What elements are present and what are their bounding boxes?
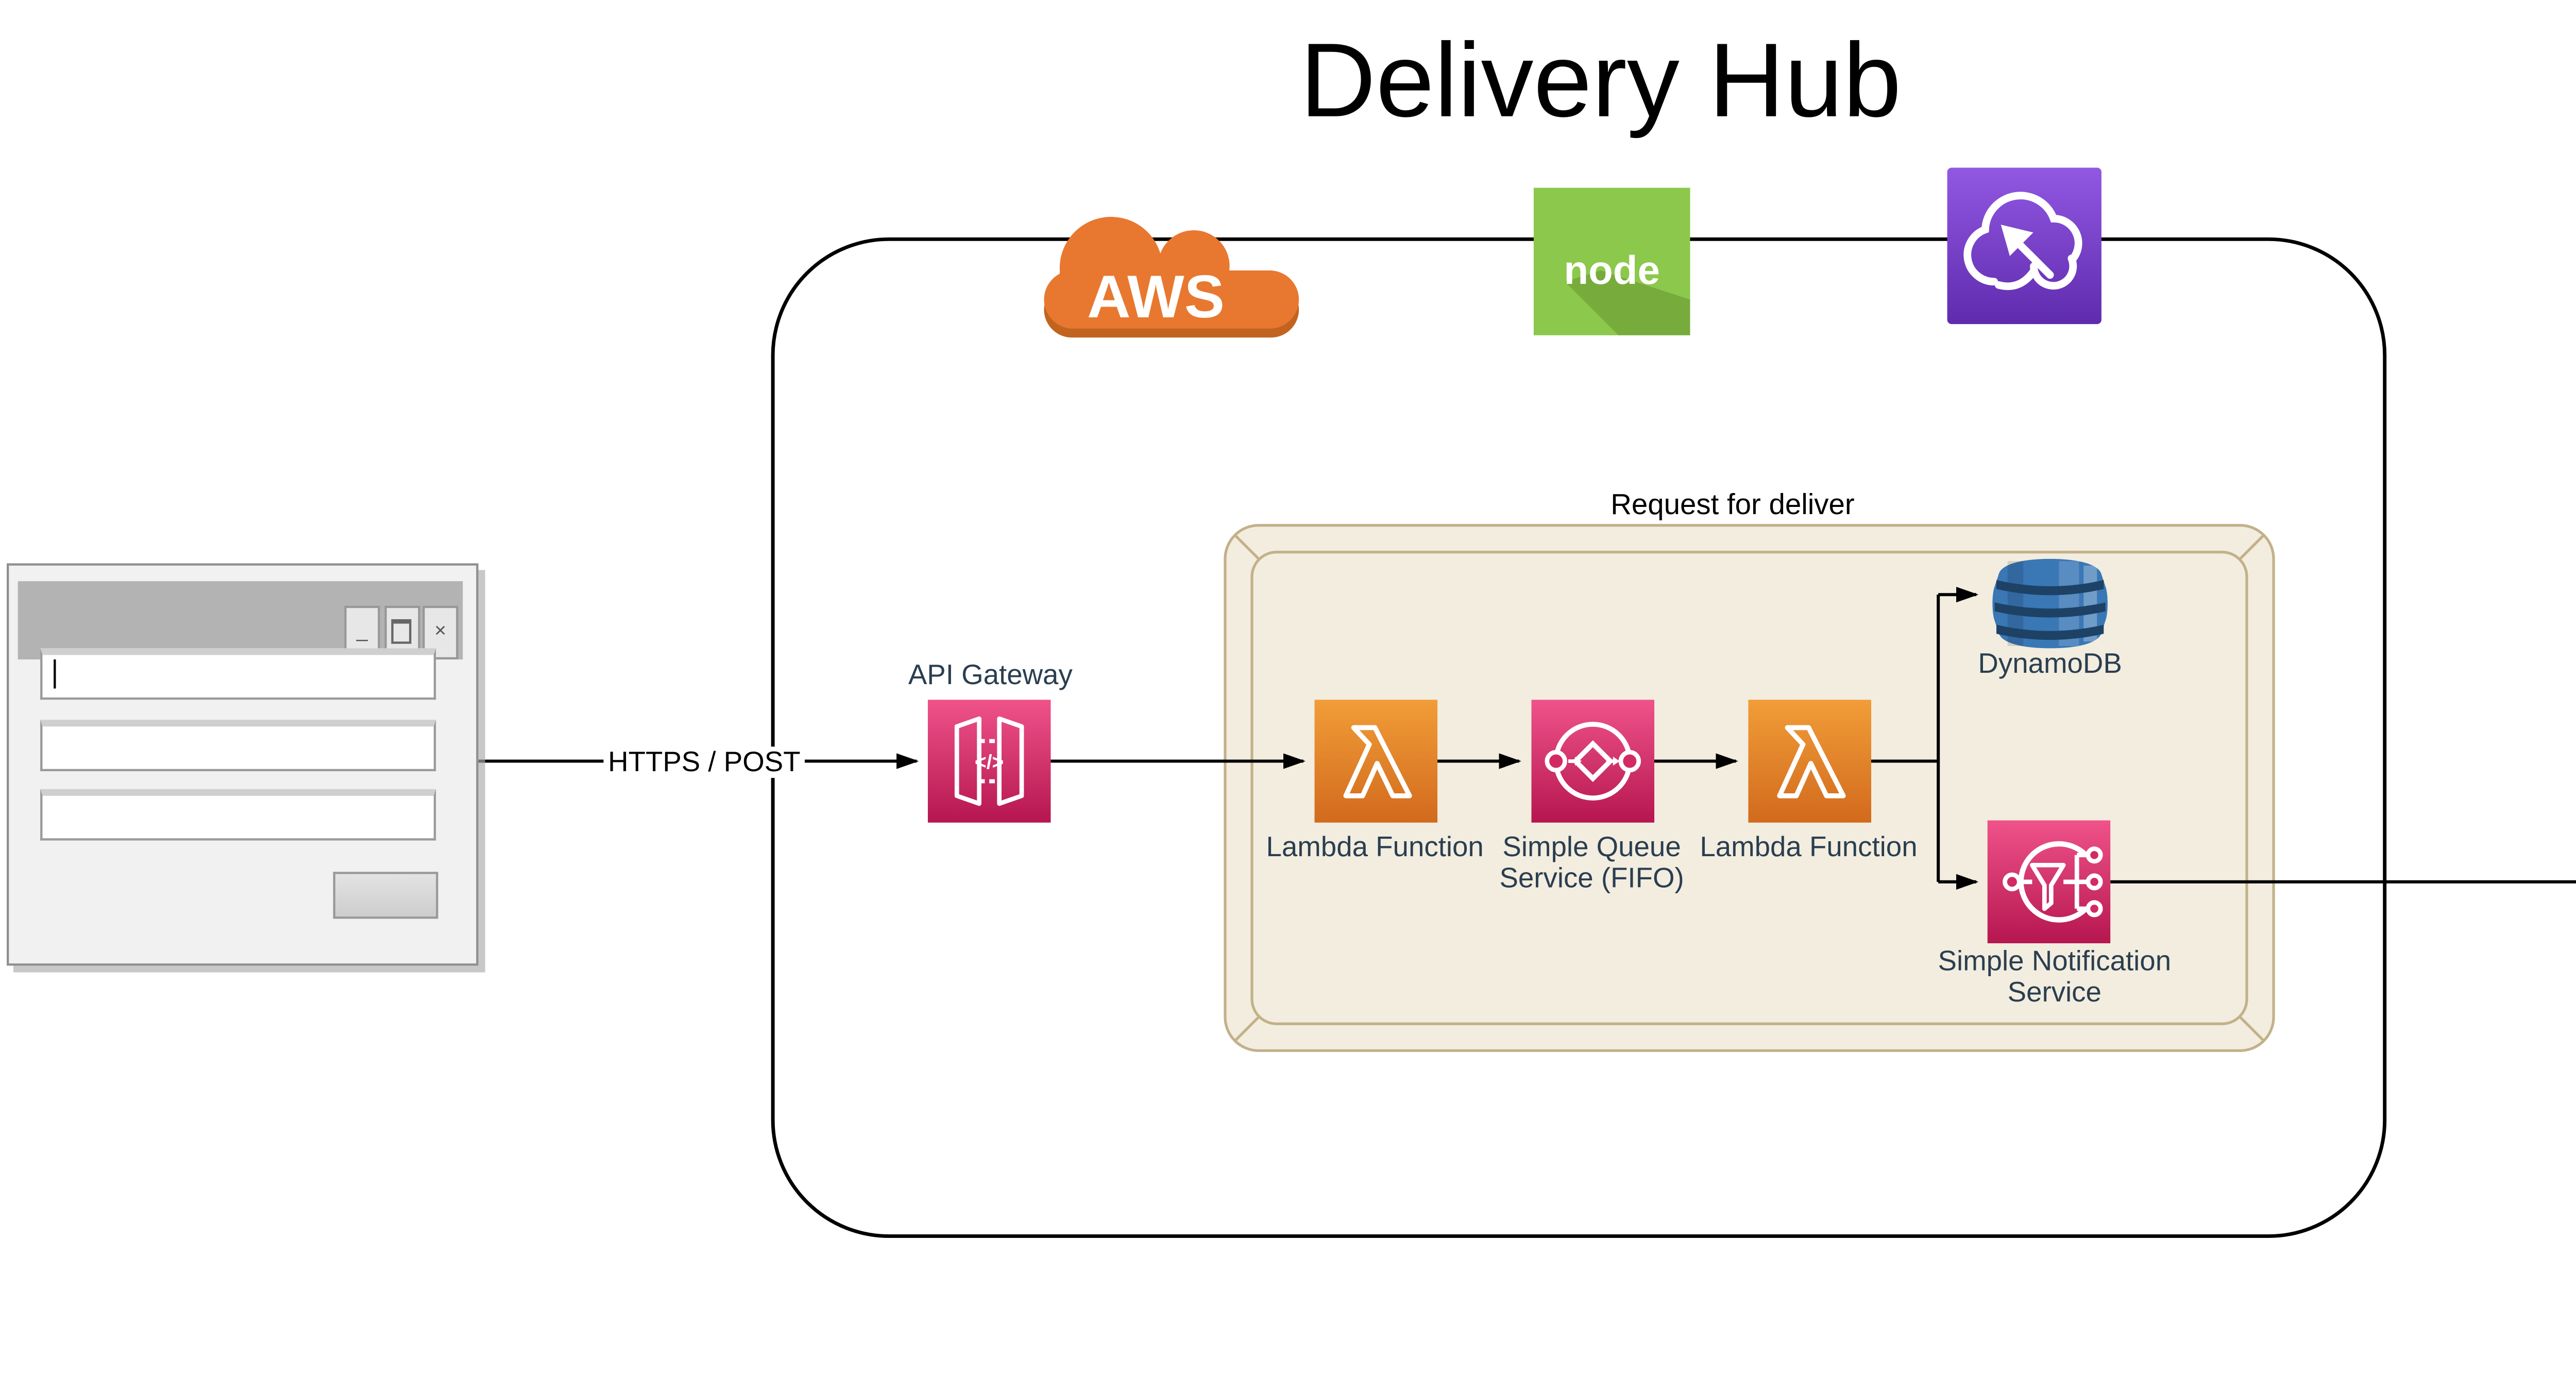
dynamodb-icon: [1990, 556, 2110, 650]
aws-cloud-shape: AWS: [1044, 216, 1299, 338]
api-gateway-glyph: </>: [975, 752, 1004, 774]
lambda1-icon: [1314, 699, 1438, 822]
hub-title: Delivery Hub: [1300, 20, 1902, 139]
aws-badge-label: AWS: [1087, 263, 1225, 330]
dynamodb-label: DynamoDB: [1978, 648, 2122, 680]
api-gateway-icon: </>: [927, 700, 1051, 823]
lambda2-icon: [1747, 699, 1870, 822]
edge-label-https-post: HTTPS / POST: [603, 745, 805, 777]
node-badge-label: node: [1564, 247, 1660, 293]
form-field-3: [40, 789, 436, 841]
sqs-label: Simple Queue Service (FIFO): [1499, 831, 1684, 894]
form-submit-button: [333, 872, 438, 919]
close-button-icon: ×: [422, 605, 459, 660]
api-gateway-label: API Gateway: [908, 658, 1073, 690]
client-form-window: _ ×: [7, 563, 479, 966]
lambda1-label: Lambda Function: [1266, 831, 1484, 863]
nodejs-icon: node: [1533, 188, 1690, 335]
text-cursor: [54, 659, 57, 689]
sns-label: Simple Notification Service: [1938, 945, 2172, 1008]
form-field-1: [40, 648, 436, 700]
sqs-icon: [1530, 699, 1653, 822]
sns-icon: [1987, 820, 2111, 944]
providers-title: Delivery providers: [2569, 18, 2576, 141]
lambda2-label: Lambda Function: [1700, 831, 1918, 863]
request-group-label: Request for deliver: [1611, 487, 1855, 521]
form-field-2: [40, 719, 436, 770]
aws-cloud-icon: AWS: [1017, 206, 1323, 349]
serverless-cloud-icon: [1947, 167, 2102, 325]
